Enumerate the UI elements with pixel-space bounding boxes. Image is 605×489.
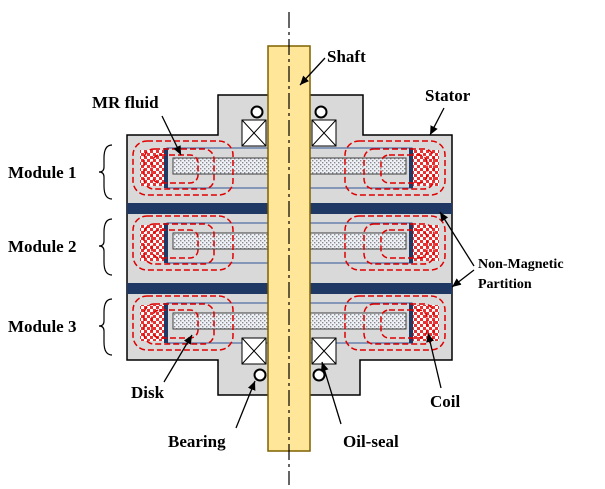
partition-label-line1: Non-Magnetic	[478, 257, 564, 272]
oil-seal-right	[311, 337, 337, 365]
module-2-plate-right	[409, 223, 413, 263]
oil-seal-left	[241, 337, 267, 365]
shaft-arrow	[299, 57, 326, 86]
module-3-flux-loop-right-mid	[363, 303, 435, 345]
module-3-flux-loop-left-outer	[132, 295, 234, 351]
module-3-disk-right	[309, 312, 407, 330]
stator-label: Stator	[425, 86, 471, 105]
module-3-flux-loop-left-inner	[151, 309, 199, 339]
module-2-disk-right	[309, 232, 407, 250]
module-3-plate-right	[409, 303, 413, 343]
disk-label: Disk	[131, 383, 165, 402]
module-3-flux-loop-left-mid	[143, 303, 215, 345]
bearing-top-left	[250, 105, 264, 119]
bearing-bottom-right	[312, 368, 326, 382]
module-1-flux-loop-right-outer	[344, 140, 446, 196]
module-2-flux-loop-left-mid	[143, 223, 215, 265]
module-3-flux-loop-right-outer	[344, 295, 446, 351]
module-2-flux-loop-left-outer	[132, 215, 234, 271]
oil-seal-arrow	[320, 361, 342, 425]
bearing-label: Bearing	[168, 432, 226, 451]
module-2-flux-loop-left-inner	[151, 229, 199, 259]
shaft-label: Shaft	[327, 47, 366, 66]
module-1-bracket	[98, 144, 113, 200]
coil-label: Coil	[430, 392, 461, 411]
module-3-bracket	[98, 298, 113, 356]
module-2-flux-loop-right-inner	[380, 229, 428, 259]
module-2-flux-loop-right-outer	[344, 215, 446, 271]
oil-seal-label: Oil-seal	[343, 432, 399, 451]
partition-arrow-2	[451, 269, 475, 288]
mr-fluid-label: MR fluid	[92, 93, 159, 112]
module-1-plate-left	[164, 148, 168, 188]
upper-seal-left	[241, 119, 267, 147]
partition-arrow-1	[439, 211, 475, 267]
module-2-plate-left	[164, 223, 168, 263]
stator-arrow	[429, 107, 445, 136]
disk-arrow	[163, 334, 193, 383]
module-1-flux-loop-left-inner	[151, 154, 199, 184]
module-3-disk-left	[172, 312, 269, 330]
module-1-disk-left	[172, 157, 269, 175]
module-2-disk-left	[172, 232, 269, 250]
module-1-flux-loop-left-outer	[132, 140, 234, 196]
module-3-flux-loop-right-inner	[380, 309, 428, 339]
module-1-label: Module 1	[8, 163, 76, 182]
bearing-bottom-left	[253, 368, 267, 382]
module-1-plate-right	[409, 148, 413, 188]
coil-arrow	[426, 332, 442, 389]
module-1-flux-loop-right-inner	[380, 154, 428, 184]
module-1-flux-loop-right-mid	[363, 148, 435, 190]
module-1-flux-loop-left-mid	[143, 148, 215, 190]
module-2-flux-loop-right-mid	[363, 223, 435, 265]
module-2-bracket	[98, 218, 113, 276]
partition-label-line2: Partition	[478, 277, 532, 292]
module-3-plate-left	[164, 303, 168, 343]
upper-seal-right	[311, 119, 337, 147]
module-2-label: Module 2	[8, 237, 76, 256]
bearing-top-right	[314, 105, 328, 119]
module-3-label: Module 3	[8, 317, 76, 336]
module-1-disk-right	[309, 157, 407, 175]
bearing-arrow	[235, 380, 256, 429]
mr-fluid-arrow	[161, 115, 182, 156]
